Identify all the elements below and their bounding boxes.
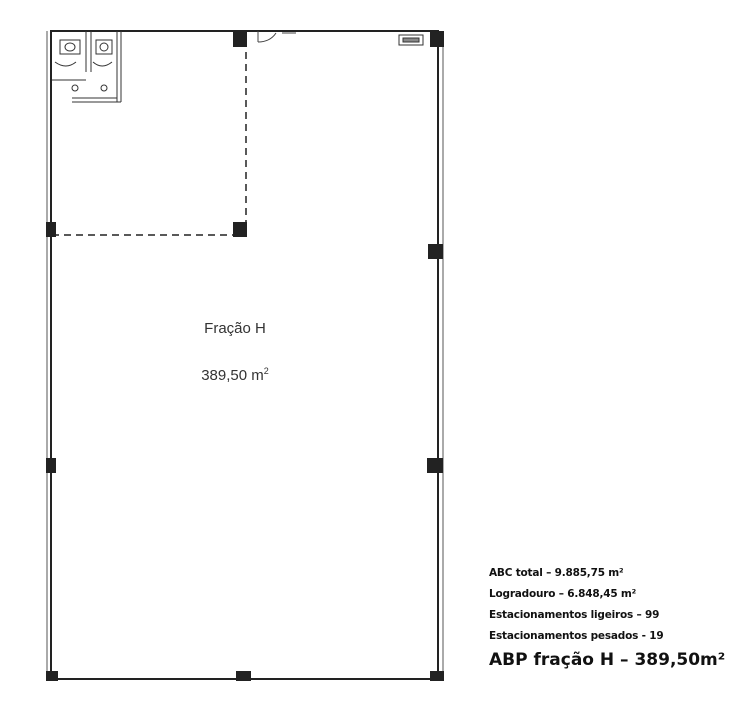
summary-line-logradouro: Logradouro – 6.848,45 m² — [489, 588, 637, 600]
wc-area — [52, 31, 122, 103]
column — [430, 31, 444, 47]
fraction-area-label: 389,50 m2 — [140, 366, 330, 384]
summary-line-parking-light: Estacionamentos ligeiros – 99 — [489, 609, 660, 621]
column — [46, 671, 58, 681]
column — [430, 671, 444, 681]
summary-line-abc-total: ABC total – 9.885,75 m² — [489, 567, 624, 579]
columns — [46, 31, 444, 681]
column — [46, 458, 56, 473]
outer-wall — [50, 30, 439, 680]
column — [428, 244, 443, 259]
fraction-area-exponent: 2 — [263, 366, 269, 376]
column — [236, 671, 251, 681]
column — [233, 222, 247, 237]
column — [46, 222, 56, 237]
column — [427, 458, 443, 473]
door-symbol — [257, 31, 296, 43]
column — [233, 31, 247, 47]
fraction-area-value: 389,50 m — [201, 367, 264, 384]
summary-line-parking-heavy: Estacionamentos pesados - 19 — [489, 630, 664, 642]
summary-abp-fraction: ABP fração H – 389,50m² — [489, 650, 726, 670]
summary-block: ABC total – 9.885,75 m² Logradouro – 6.8… — [489, 563, 725, 673]
fraction-name-label: Fração H — [204, 320, 266, 337]
window-symbol — [398, 34, 424, 46]
